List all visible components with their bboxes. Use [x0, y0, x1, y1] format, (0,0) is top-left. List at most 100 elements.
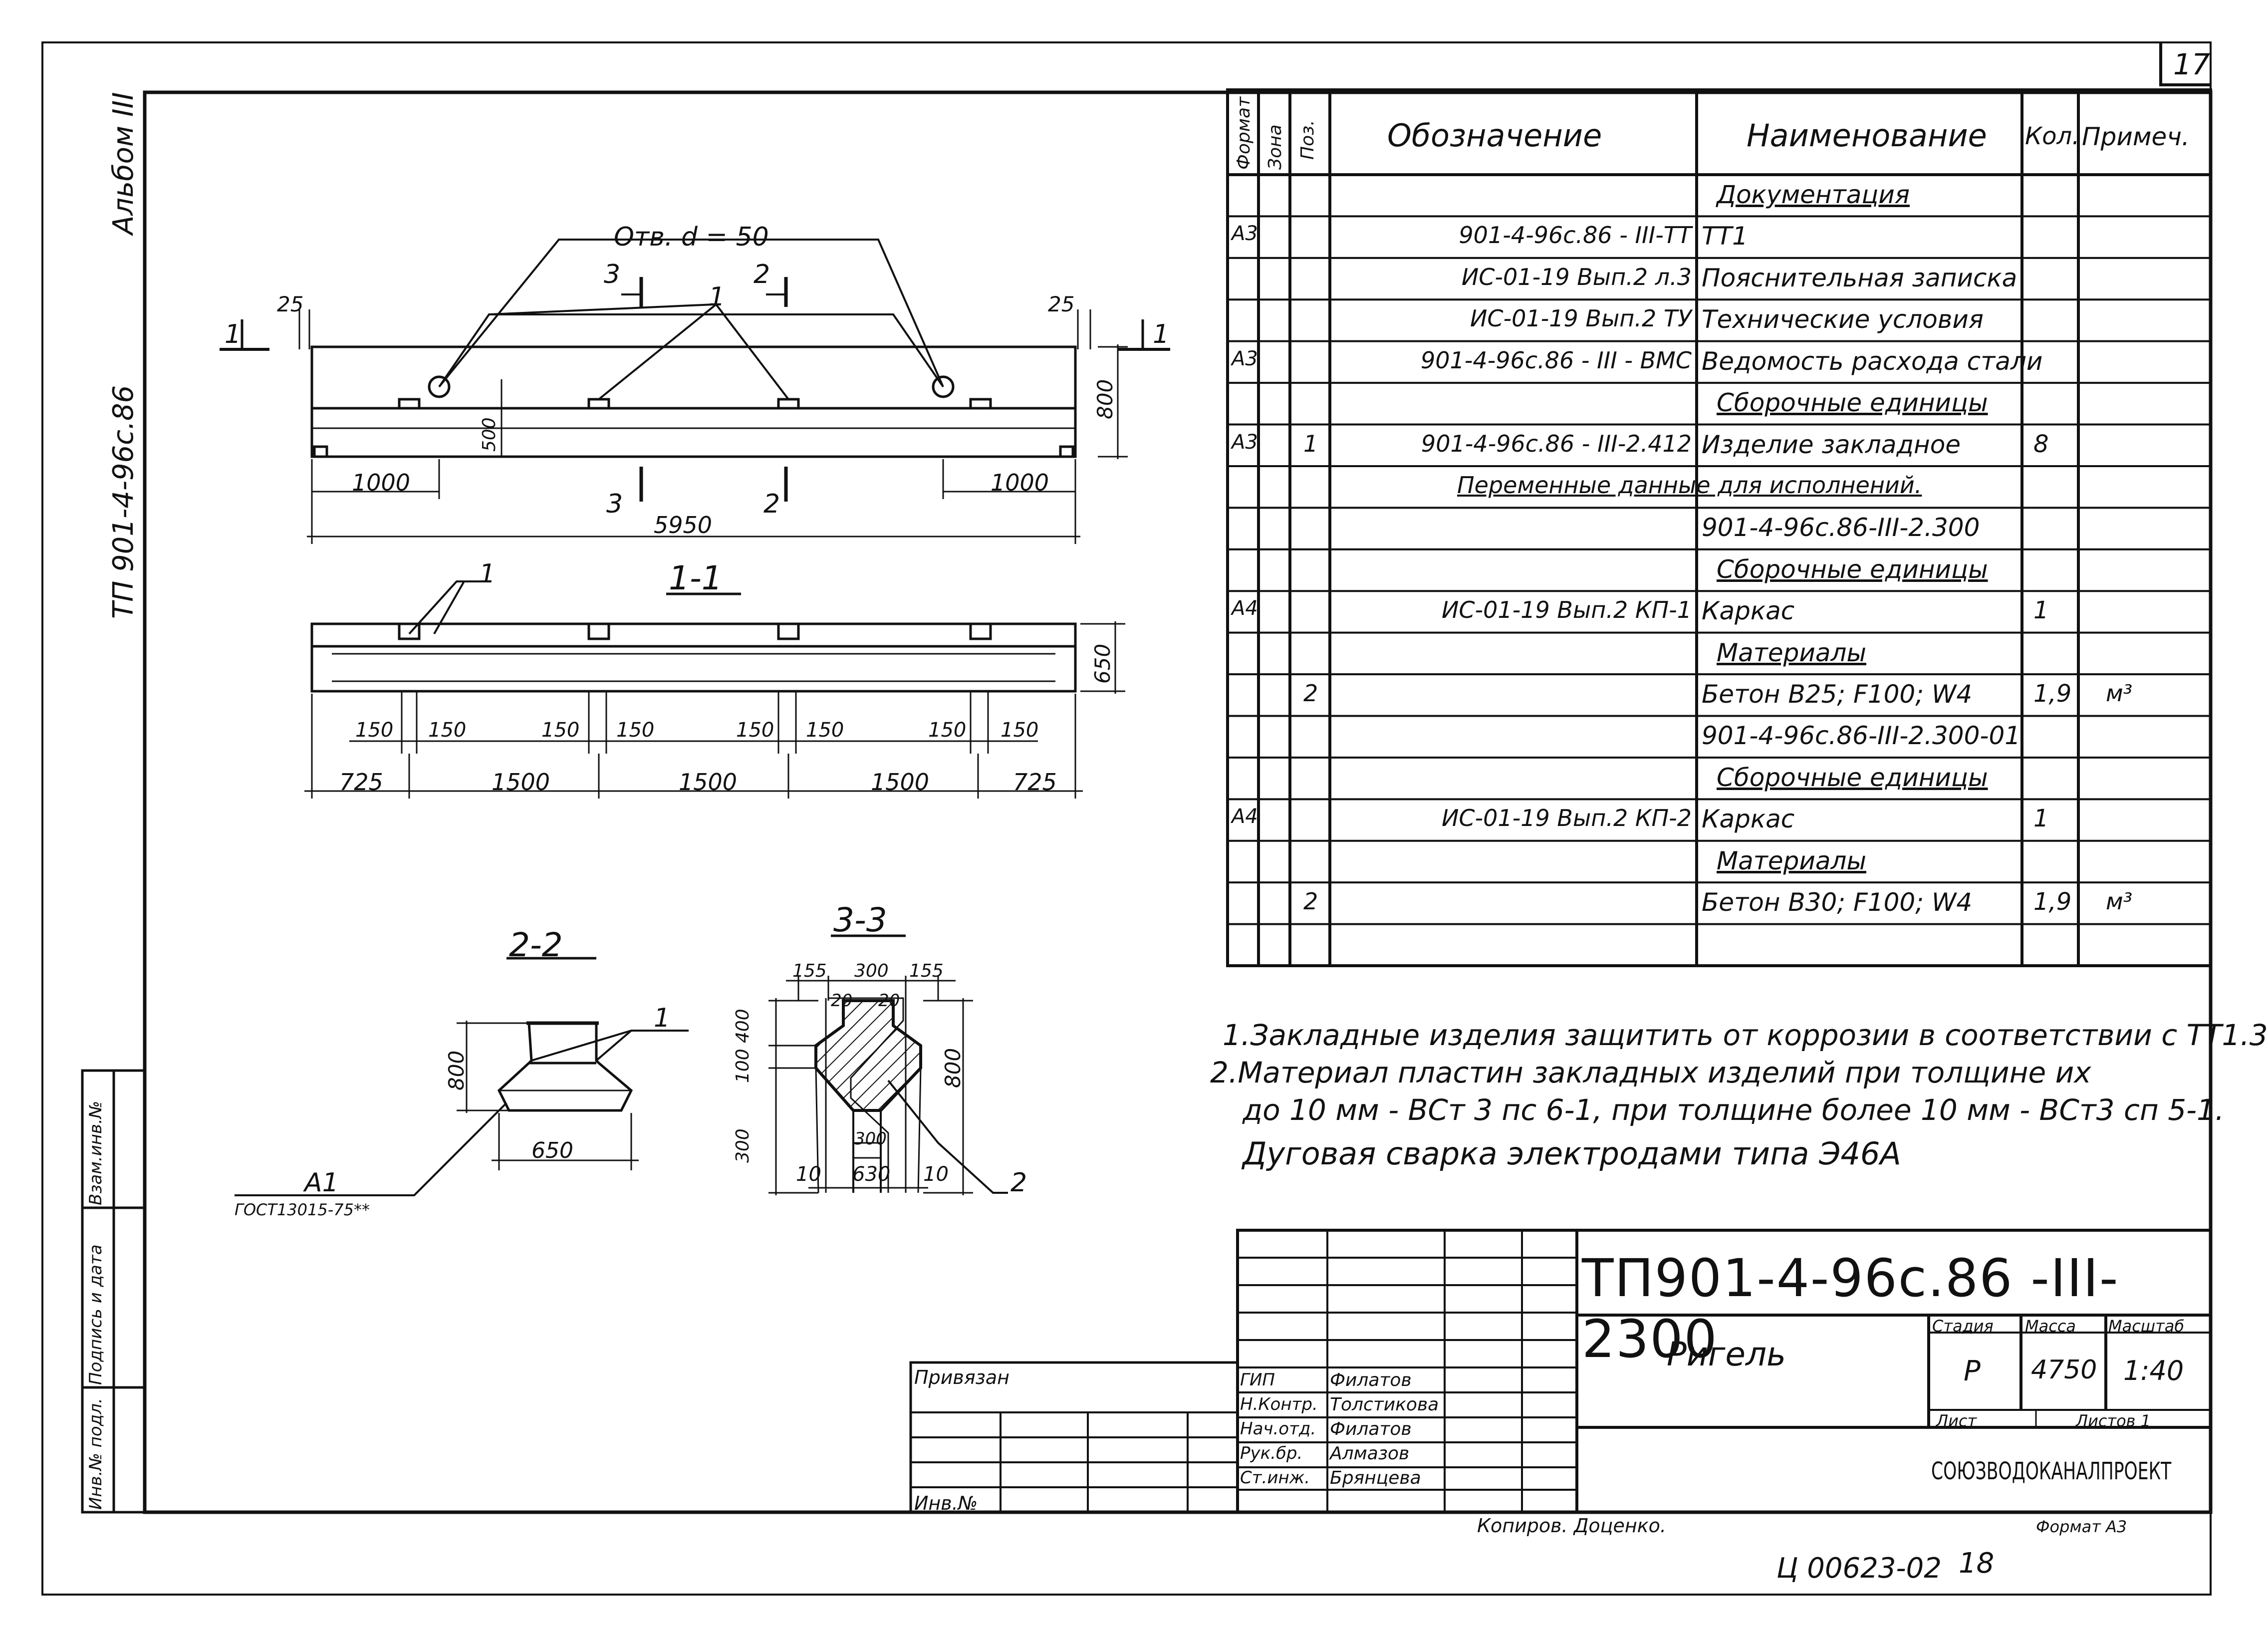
spec-cell-des: ИС-01-19 Вып.2 КП-2 — [1442, 805, 1692, 832]
section-3-3-leader-2: 2 — [1010, 1168, 1027, 1198]
section-2-2-leader-1: 1 — [654, 1003, 671, 1033]
spec-cell-des: 901-4-96с.86 - III - ВМС — [1421, 346, 1692, 374]
spec-cell-fmt: А3 — [1232, 347, 1258, 370]
dim-725-right: 725 — [1013, 769, 1057, 796]
spec-cell-fmt: А3 — [1232, 430, 1258, 454]
spec-cell-name: Изделие закладное — [1702, 430, 1961, 459]
dim-20-right: 20 — [878, 991, 900, 1011]
dim-150-c: 150 — [541, 719, 580, 742]
rebar-a1: А1 — [304, 1168, 339, 1198]
elevation-view — [220, 239, 1170, 544]
spec-cell-fmt: А4 — [1232, 597, 1258, 620]
dim-650-sec22: 650 — [531, 1138, 573, 1163]
spec-cell-name: Документация — [1717, 180, 1910, 210]
spec-cell-des: ИС-01-19 Вып.2 л.3 — [1461, 263, 1692, 290]
section-1-1-view — [304, 580, 1125, 799]
section-2-2-view — [235, 957, 689, 1196]
section-1-1-leader-1: 1 — [479, 559, 496, 589]
archive-page: 18 — [1959, 1547, 1995, 1580]
dim-1500-c: 1500 — [871, 769, 930, 796]
drawing-code: ТП901-4-96с.86 -III-2300 — [1582, 1248, 2119, 1369]
sheet-number: 17 — [2173, 47, 2210, 81]
dim-10-left: 10 — [796, 1163, 821, 1186]
spec-cell-name: Материалы — [1717, 638, 1866, 667]
dim-150-h: 150 — [1001, 719, 1039, 742]
role-title: Н.Контр. — [1240, 1394, 1318, 1414]
drawing-name: Ригель — [1667, 1335, 1786, 1373]
spec-cell-name: Бетон В25; F100; W4 — [1702, 680, 1973, 709]
section-2-2-title: 2-2 — [509, 926, 563, 964]
role-person: Филатов — [1330, 1419, 1412, 1439]
role-person: Филатов — [1330, 1370, 1412, 1390]
spec-cell-des: ИС-01-19 Вып.2 ТУ — [1470, 305, 1692, 332]
spec-cell-qty: 1,9 — [2033, 680, 2072, 708]
spec-cell-name: Бетон В30; F100; W4 — [1702, 888, 1973, 917]
section-3-3-title: 3-3 — [833, 901, 887, 939]
cut-1-right: 1 — [1153, 319, 1170, 349]
cut-3-bottom: 3 — [606, 489, 623, 519]
spec-cell-name: Пояснительная записка — [1702, 263, 2017, 292]
dim-150-b: 150 — [428, 719, 467, 742]
dim-100: 100 — [733, 1049, 753, 1083]
role-person: Алмазов — [1330, 1443, 1410, 1464]
spec-cell-name: 901-4-96с.86-III-2.300-01 — [1702, 721, 2021, 751]
spec-cell-des: 901-4-96с.86 - III-2.412 — [1421, 430, 1692, 457]
scale-header: Масштаб — [2108, 1317, 2185, 1336]
dim-1500-a: 1500 — [492, 769, 550, 796]
dim-800-sec22: 800 — [444, 1050, 469, 1090]
dim-150-a: 150 — [355, 719, 394, 742]
spec-cell-pos: 2 — [1303, 888, 1318, 915]
dim-300-top: 300 — [854, 961, 889, 981]
dim-1000-left: 1000 — [352, 469, 411, 496]
cut-3-top: 3 — [604, 260, 621, 289]
section-3-3-view — [768, 934, 1008, 1195]
dim-800-sec33: 800 — [941, 1048, 965, 1088]
hole-label: Отв. d = 50 — [614, 222, 769, 252]
left-stamp-lines — [81, 1069, 146, 1514]
dim-25-right: 25 — [1048, 292, 1075, 316]
mass-value: 4750 — [2031, 1355, 2097, 1385]
sheets-header: Листов 1 — [2076, 1411, 2151, 1430]
gost-ref: ГОСТ13015-75** — [235, 1200, 370, 1219]
dim-800-elev: 800 — [1093, 379, 1117, 419]
role-person: Брянцева — [1330, 1468, 1421, 1488]
spec-cell-qty: 8 — [2033, 430, 2049, 458]
elevation-leader-1: 1 — [709, 282, 726, 312]
dim-150-d: 150 — [616, 719, 655, 742]
spec-header-zone: Зона — [1265, 124, 1285, 170]
dim-1000-right: 1000 — [991, 469, 1049, 496]
spec-cell-fmt: А3 — [1232, 222, 1258, 246]
archive-code: Ц 00623-02 — [1776, 1552, 1942, 1585]
spec-cell-des: 901-4-96с.86 - III-ТТ — [1459, 222, 1692, 249]
spec-cell-name: Каркас — [1702, 805, 1795, 834]
spec-header-note: Примеч. — [2082, 122, 2190, 151]
dim-400: 400 — [733, 1009, 753, 1043]
sheet-header: Лист — [1936, 1411, 1977, 1430]
organization-name: СОЮЗВОДОКАНАЛПРОЕКТ — [1931, 1457, 2172, 1485]
dim-150-f: 150 — [806, 719, 844, 742]
dim-300-left: 300 — [733, 1128, 753, 1163]
note-2-cont: до 10 мм - ВСт 3 пс 6-1, при толщине бол… — [1243, 1093, 2225, 1127]
copied-by: Копиров. Доценко. — [1477, 1515, 1666, 1537]
mass-header: Масса — [2025, 1317, 2076, 1336]
spec-cell-qty: 1,9 — [2033, 888, 2072, 916]
cut-1-left: 1 — [225, 319, 242, 349]
left-stamp-signature-date: Подпись и дата — [86, 1244, 106, 1385]
spec-header-pos: Поз. — [1297, 120, 1318, 160]
dim-300-bottom: 300 — [854, 1129, 887, 1149]
dim-650-sec11: 650 — [1090, 643, 1115, 684]
spec-cell-qty: 1 — [2033, 596, 2049, 625]
spec-cell-pos: 2 — [1303, 680, 1318, 707]
spec-header-name: Наименование — [1747, 117, 1987, 154]
note-welding: Дуговая сварка электродами типа Э46А — [1243, 1135, 1901, 1172]
spec-header-designation: Обозначение — [1387, 117, 1602, 154]
spec-cell-name: ТТ1 — [1702, 222, 1748, 251]
sheet-format: Формат А3 — [2036, 1517, 2127, 1536]
spec-cell-name: Технические условия — [1702, 305, 1984, 334]
spec-cell-name: Каркас — [1702, 596, 1795, 626]
section-1-1-title: 1-1 — [669, 559, 723, 597]
dim-155-left: 155 — [792, 961, 827, 981]
spec-table-grid — [1226, 88, 2212, 967]
spec-cell-name: 901-4-96с.86-III-2.300 — [1702, 513, 1980, 542]
